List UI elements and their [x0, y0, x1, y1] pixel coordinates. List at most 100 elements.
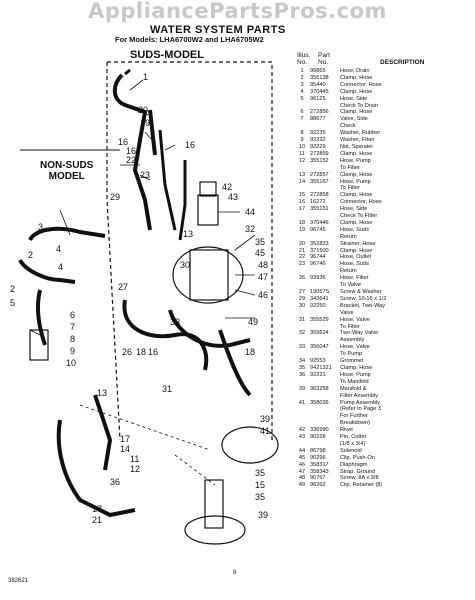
callout: 33	[170, 317, 180, 327]
part-no-cell: 92229	[310, 143, 326, 150]
illus-no-cell	[294, 268, 310, 275]
pump-to-manifold-hose	[56, 419, 136, 518]
illus-no-cell: 29	[298, 295, 306, 302]
illus-no-cell: 42	[298, 427, 306, 434]
description-cell: Hose, Pump	[340, 371, 371, 378]
callout: 39	[258, 510, 268, 520]
part-no-header: Part No.	[318, 52, 330, 66]
illus-no-cell	[294, 337, 310, 344]
part-no-cell: 358343	[310, 468, 329, 475]
callout: 11	[130, 454, 139, 464]
illus-no-cell: 18	[298, 219, 306, 226]
callout: 1	[143, 72, 148, 82]
illus-no-cell	[294, 393, 310, 400]
callout: 27	[118, 282, 128, 292]
callout: 8	[70, 334, 75, 344]
description-cell: Hose, Drain	[340, 68, 370, 74]
description-cell: Hose, Filter	[340, 275, 369, 282]
callout: 32	[245, 224, 255, 234]
part-no-cell	[310, 165, 340, 172]
description-cell: Clamp, Hose	[340, 150, 373, 157]
callout: 23	[140, 170, 150, 180]
part-no-cell: 9421321	[310, 364, 332, 371]
part-no-cell: 352833	[310, 240, 329, 247]
illus-no-cell: 15	[298, 192, 306, 199]
page-number: 8	[233, 570, 237, 576]
callout: 14	[120, 444, 130, 454]
parts-table-row: For Further	[294, 413, 466, 420]
illus-no-cell: 3	[300, 81, 304, 88]
illus-no-cell: 10	[298, 143, 306, 150]
two-way-valve	[197, 194, 219, 226]
part-no-cell	[310, 324, 340, 331]
parts-table-row: Check To Filter	[294, 213, 466, 220]
illus-no-cell: 6	[300, 109, 304, 116]
non-suds-model-label: NON-SUDS MODEL	[40, 160, 93, 182]
part-no-cell	[310, 213, 340, 220]
non-suds-hose	[28, 226, 106, 242]
description-cell: Check To Filter	[340, 213, 378, 220]
description-cell: Rivet	[340, 427, 353, 434]
part-no-cell: 96745	[310, 226, 326, 233]
description-cell: Screw, 10-16 x 1/2	[340, 295, 387, 302]
part-no-cell: 363258	[310, 385, 329, 392]
callout: 13	[183, 229, 193, 239]
description-cell: Breakdown)	[340, 420, 370, 427]
part-no-cell: 272859	[310, 150, 329, 157]
part-no-cell: 86798	[310, 447, 326, 454]
callout: 3	[38, 222, 43, 232]
description-cell: Hose, Valve	[340, 316, 370, 323]
illus-no-cell: 17	[298, 206, 306, 213]
description-cell: Strap, Ground	[340, 468, 376, 475]
illus-no-cell	[294, 413, 310, 420]
description-cell: Check	[340, 123, 356, 130]
callout: 4	[58, 262, 63, 272]
illus-no-cell	[294, 282, 310, 289]
part-no-cell: 336990	[310, 427, 329, 434]
part-no-cell: 370445	[310, 88, 329, 95]
callout: 18	[245, 347, 255, 357]
description-cell: Clamp, Hose	[340, 192, 373, 199]
illus-no-cell: 7	[300, 116, 304, 123]
description-cell: Connector, Hose	[340, 81, 382, 88]
description-cell: Hose, Pump	[340, 157, 371, 164]
callout: 19	[140, 118, 150, 128]
parts-table-row: Assembly	[294, 337, 466, 344]
models-subtitle: For Models: LHA6700W2 and LHA6705W2	[115, 35, 264, 44]
part-no-cell: 92553	[310, 358, 326, 365]
description-cell: Clamp, Hose	[340, 88, 373, 95]
description-cell: Hose, Side	[340, 95, 368, 102]
description-cell: Diaphragm	[340, 461, 368, 468]
parts-table-row: To Valve	[294, 282, 466, 289]
parts-table-row: Valve	[294, 310, 466, 317]
illus-no-cell	[294, 351, 310, 358]
parts-table-row: To Pump	[294, 351, 466, 358]
illus-no-cell	[294, 185, 310, 192]
part-no-cell: 96746	[310, 261, 326, 268]
description-cell: Return	[340, 268, 357, 275]
description-cell: Strainer, Hose	[340, 240, 376, 247]
callout: 21	[92, 515, 102, 525]
callout: 31	[162, 384, 172, 394]
pump-body	[172, 246, 244, 304]
illus-no-cell: 35	[298, 364, 306, 371]
description-cell: Valve	[340, 309, 354, 316]
callout: 30	[180, 260, 190, 270]
manifold-filter	[221, 426, 279, 464]
part-no-cell	[310, 337, 340, 344]
description-cell: To Filter	[340, 185, 360, 192]
illus-no-cell: 30	[298, 302, 306, 309]
part-no-cell: 16272	[310, 199, 326, 206]
description-cell: Hose, Suds	[340, 226, 369, 233]
callout: 29	[110, 192, 120, 202]
